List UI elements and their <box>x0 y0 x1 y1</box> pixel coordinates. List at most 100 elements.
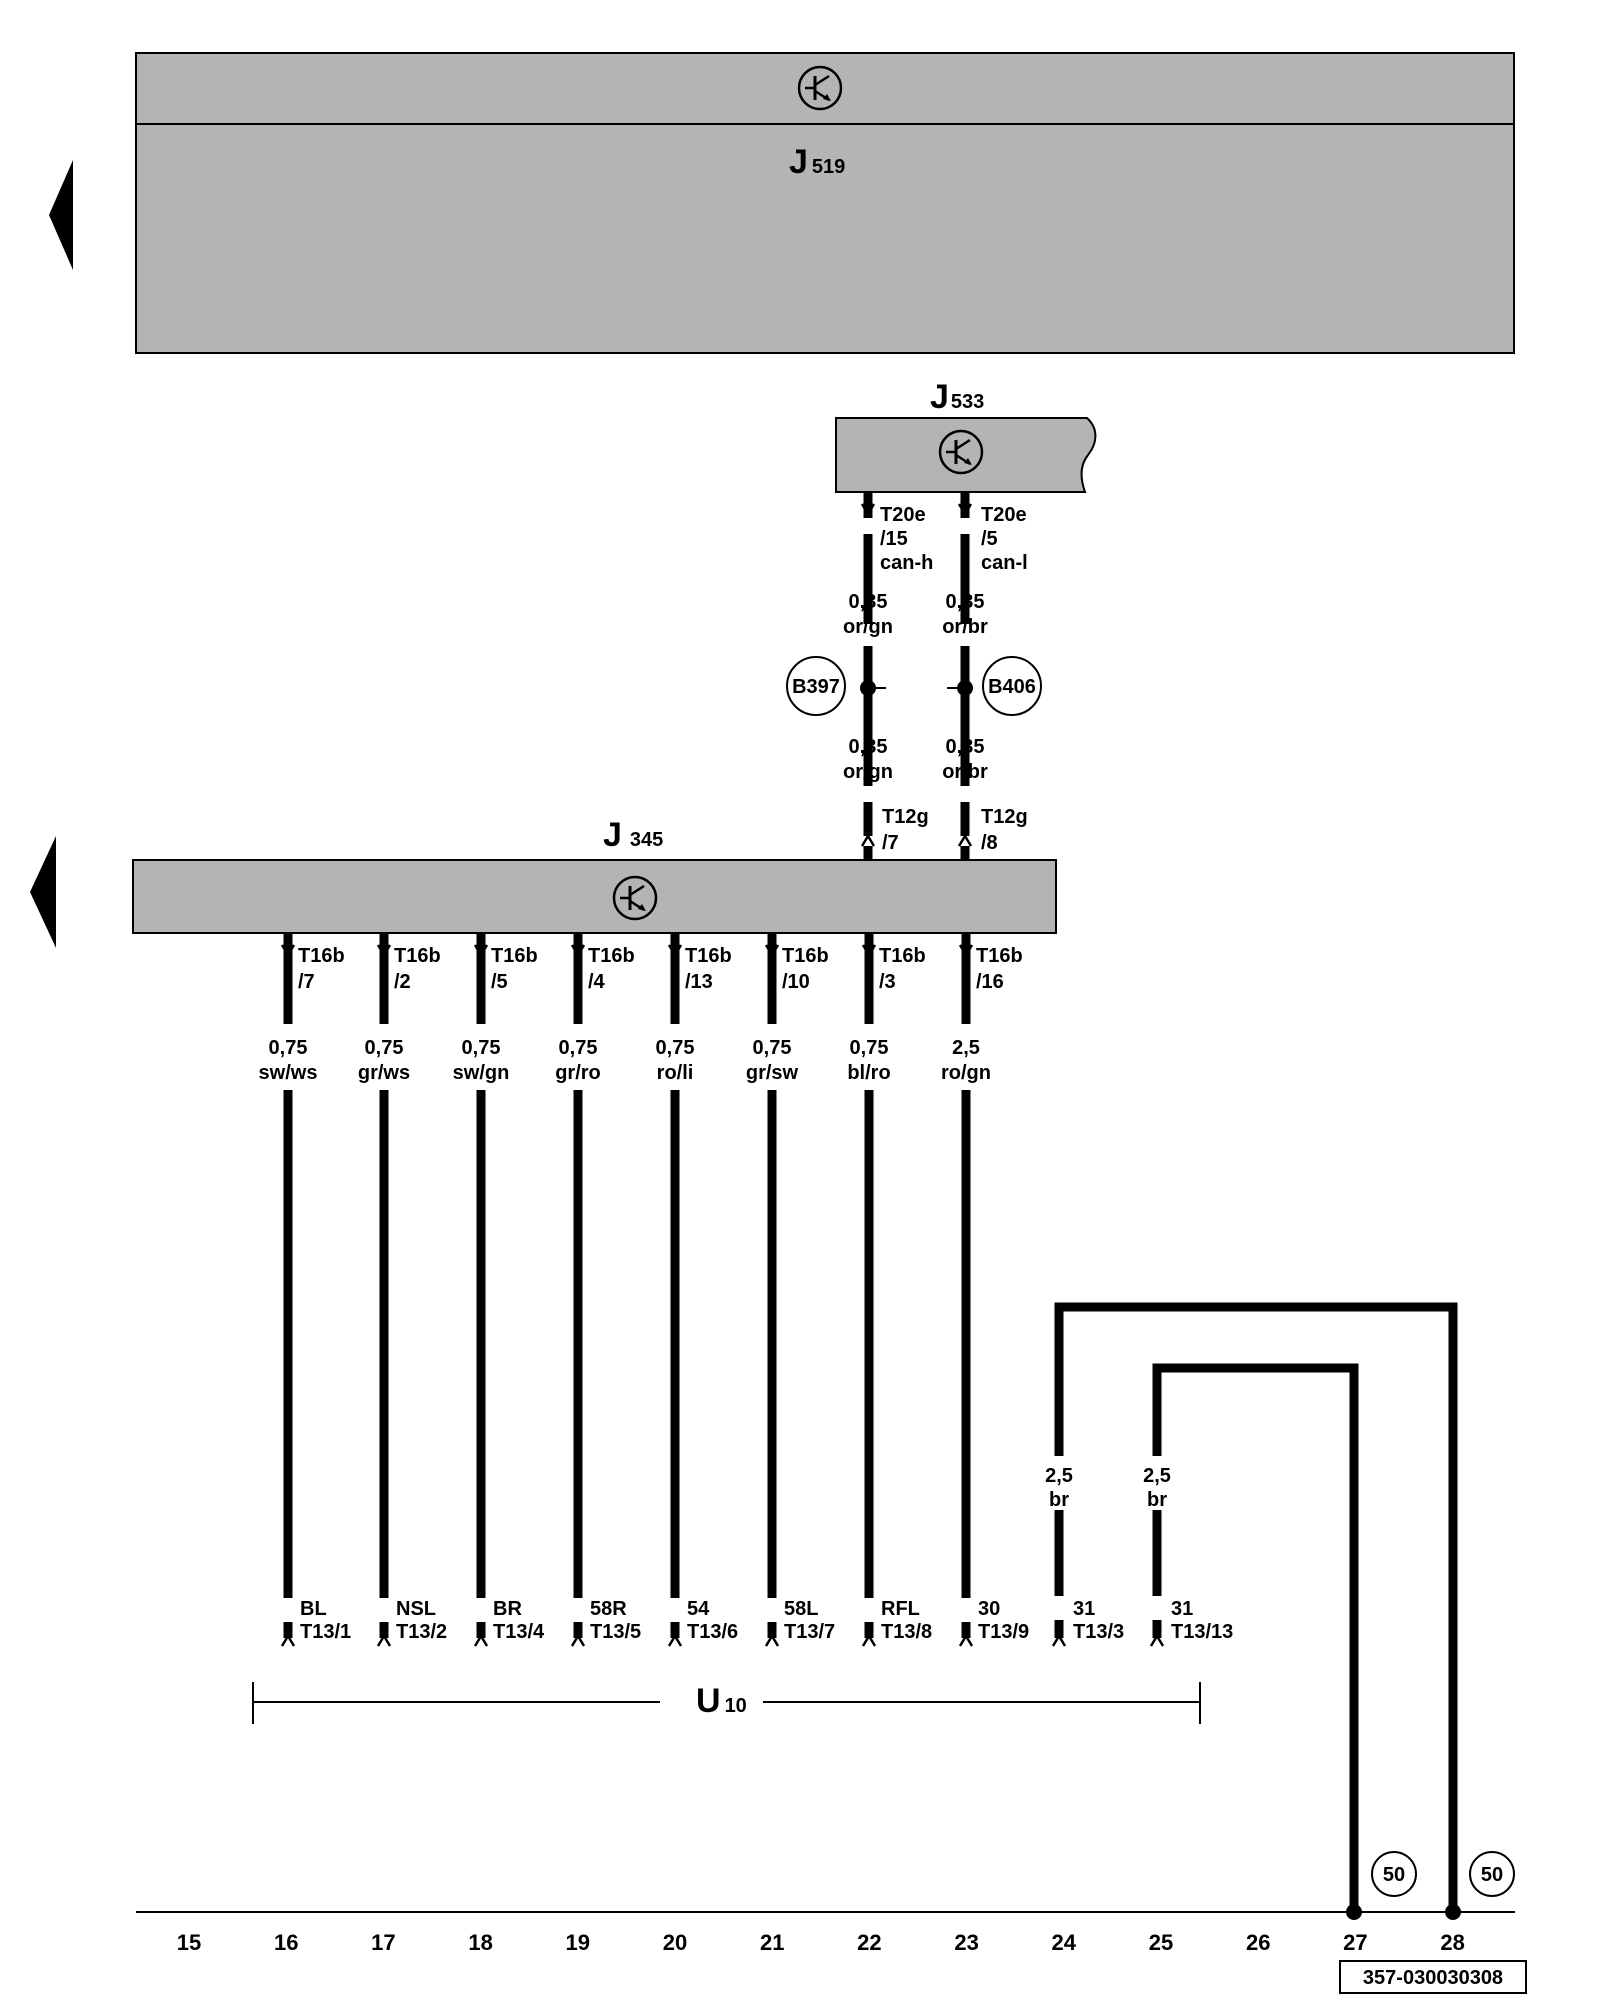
connector-pin: /5 <box>491 971 508 993</box>
connector-label: T13/3 <box>1073 1621 1124 1643</box>
unit-name: J <box>789 143 808 181</box>
doc-id-box: 357-030030308 <box>1339 1960 1527 1994</box>
column-number: 27 <box>1343 1930 1367 1955</box>
connector-label: T20e <box>981 504 1027 526</box>
column-number: 19 <box>566 1930 590 1955</box>
column-number: 15 <box>177 1930 201 1955</box>
terminal-label: 31 <box>1171 1598 1193 1620</box>
connector-label: T12g <box>882 806 929 828</box>
connector-label: T20e <box>880 504 926 526</box>
column-number: 24 <box>1052 1930 1077 1955</box>
column-number: 21 <box>760 1930 784 1955</box>
terminal-label: NSL <box>396 1598 436 1620</box>
wire-color: ro/li <box>657 1062 694 1084</box>
column-number: 26 <box>1246 1930 1270 1955</box>
connector-label: T13/2 <box>396 1621 447 1643</box>
wire-gauge: 0,75 <box>656 1037 695 1059</box>
wire-gauge: 0,75 <box>365 1037 404 1059</box>
terminal-label: 58R <box>590 1598 627 1620</box>
nav-arrow-top[interactable] <box>49 160 73 270</box>
transistor-icon <box>612 875 658 921</box>
connector-label: T13/9 <box>978 1621 1029 1643</box>
connector-pin: /2 <box>394 971 411 993</box>
connector-pin: /5 <box>981 528 998 550</box>
column-number: 28 <box>1440 1930 1464 1955</box>
splice-label: B406 <box>988 676 1036 698</box>
connector-label: T13/6 <box>687 1621 738 1643</box>
wire-gauge: 2,5 <box>1143 1465 1171 1487</box>
wire-color: or/br <box>942 616 988 638</box>
wire-gauge: 0,75 <box>753 1037 792 1059</box>
connector-pin: /3 <box>879 971 896 993</box>
connector-pin: /7 <box>298 971 315 993</box>
connector-label: T13/7 <box>784 1621 835 1643</box>
unit-name: J <box>603 816 622 854</box>
wire-color: br <box>1049 1489 1069 1511</box>
connector-pin: /4 <box>588 971 606 993</box>
connector-label: T16b <box>394 945 441 967</box>
wire-gauge: 0,75 <box>850 1037 889 1059</box>
connector-label: T13/8 <box>881 1621 932 1643</box>
connector-pin: /13 <box>685 971 713 993</box>
connector-label: T16b <box>879 945 926 967</box>
wire-color: bl/ro <box>847 1062 890 1084</box>
unit-sub: 533 <box>951 391 984 413</box>
wire-gauge: 0,35 <box>849 736 888 758</box>
column-number: 18 <box>468 1930 492 1955</box>
can-wire: T20e /15 can-h 0,35 or/gn B397 0,35 or/g… <box>786 492 933 870</box>
terminal-label: BL <box>300 1598 327 1620</box>
connector-label: T16b <box>298 945 345 967</box>
wire-gauge: 2,5 <box>1045 1465 1073 1487</box>
wire-color: or/gn <box>843 761 893 783</box>
can-bus-wires: T20e /15 can-h 0,35 or/gn B397 0,35 or/g… <box>786 492 1042 870</box>
unit-name: U <box>696 1682 721 1720</box>
column-number: 20 <box>663 1930 687 1955</box>
wire-gauge: 2,5 <box>952 1037 980 1059</box>
wire-color: gr/ro <box>555 1062 601 1084</box>
unit-sub: 519 <box>812 156 845 178</box>
wire-gauge: 0,35 <box>849 591 888 613</box>
signal-label: can-h <box>880 552 933 574</box>
ground-ref: 50 <box>1481 1864 1503 1886</box>
doc-id: 357-030030308 <box>1363 1967 1503 1989</box>
unit-sub: 10 <box>725 1695 747 1717</box>
connector-pin: /10 <box>782 971 810 993</box>
terminal-label: 31 <box>1073 1598 1095 1620</box>
unit-sub: 345 <box>630 829 663 851</box>
terminal-label: 30 <box>978 1598 1000 1620</box>
nav-arrow-mid[interactable] <box>30 836 56 948</box>
column-number: 17 <box>371 1930 395 1955</box>
connector-label: T16b <box>491 945 538 967</box>
connector-label: T13/5 <box>590 1621 641 1643</box>
wire-bundle: T16b/70,75sw/wsBLT13/1T16b/20,75gr/wsNSL… <box>259 933 1029 1647</box>
wire-gauge: 0,75 <box>559 1037 598 1059</box>
connector-label: T16b <box>782 945 829 967</box>
control-unit-j345: J 345 <box>132 816 1057 934</box>
column-number: 16 <box>274 1930 298 1955</box>
can-wire: T20e /5 can-l 0,35 or/br B406 0,35 or/br… <box>942 492 1042 870</box>
column-number: 23 <box>954 1930 978 1955</box>
wire-gauge: 0,75 <box>462 1037 501 1059</box>
wire-color: or/br <box>942 761 988 783</box>
wire-color: sw/gn <box>453 1062 510 1084</box>
wire-color: br <box>1147 1489 1167 1511</box>
connector-label: T12g <box>981 806 1028 828</box>
ground-wires: 2,5 br 2,5 br 31 T13/3 31 T13/13 50 50 <box>1045 1302 1515 1920</box>
terminal-label: 54 <box>687 1598 710 1620</box>
connector-label: T16b <box>588 945 635 967</box>
unit-name: J <box>930 378 949 416</box>
terminal-label: BR <box>493 1598 522 1620</box>
connector-pin: /15 <box>880 528 908 550</box>
